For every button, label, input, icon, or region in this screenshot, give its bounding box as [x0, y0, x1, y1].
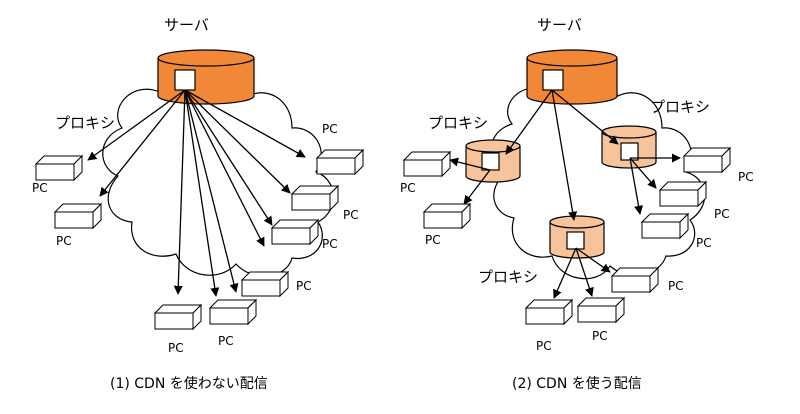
pc-icon: [209, 299, 257, 325]
pc-label: PC: [696, 236, 712, 250]
server-icon: [526, 49, 618, 105]
pc-icon: [154, 304, 202, 330]
server-label: サーバ: [164, 16, 209, 34]
proxy-label: プロキシ: [478, 268, 538, 286]
pc-icon: [35, 155, 83, 181]
pc-icon: [54, 203, 102, 229]
pc-icon: [423, 203, 471, 229]
pc-label: PC: [322, 237, 338, 251]
proxy-label: プロキシ: [650, 98, 710, 116]
proxy-icon: [601, 125, 657, 169]
caption: (2) CDN を使う配信: [512, 375, 642, 392]
pc-label: PC: [32, 181, 48, 195]
pc-icon: [611, 267, 659, 293]
arrows: [87, 89, 306, 297]
panel-no-cdn: サーバ プロキシ PC PC PC PC PC PC PC PC: [32, 16, 364, 392]
pc-icon: [291, 185, 339, 211]
pc-icon: [525, 299, 573, 325]
pc-label: PC: [296, 279, 312, 293]
pc-label: PC: [56, 234, 72, 248]
proxy-icon: [465, 139, 521, 183]
server-label: サーバ: [537, 16, 582, 34]
pc-icon: [271, 219, 319, 245]
pc-icon: [641, 213, 689, 239]
pc-label: PC: [425, 233, 441, 247]
server-icon: [157, 49, 255, 105]
pc-label: PC: [536, 339, 552, 353]
pc-icon: [316, 149, 364, 175]
proxy-label: プロキシ: [55, 114, 115, 132]
panel-with-cdn: サーバ プロキシ プロキシ プロキシ: [400, 16, 754, 392]
pc-icon: [659, 181, 707, 207]
caption: (1) CDN を使わない配信: [110, 375, 268, 392]
pc-label: PC: [343, 208, 359, 222]
proxy-label: プロキシ: [428, 114, 488, 132]
pc-label: PC: [218, 334, 234, 348]
pc-label: PC: [668, 279, 684, 293]
pc-label: PC: [738, 170, 754, 184]
pc-icon: [241, 271, 289, 297]
pc-label: PC: [168, 341, 184, 355]
pc-label: PC: [714, 207, 730, 221]
pc-icon: [683, 147, 731, 173]
pc-label: PC: [400, 181, 416, 195]
pc-icon: [577, 297, 625, 323]
pc-label: PC: [322, 122, 338, 136]
pc-label: PC: [592, 329, 608, 343]
network-cloud: [102, 74, 335, 277]
proxy-icon: [549, 215, 605, 259]
arrows: [449, 89, 681, 299]
pc-icon: [403, 151, 451, 177]
